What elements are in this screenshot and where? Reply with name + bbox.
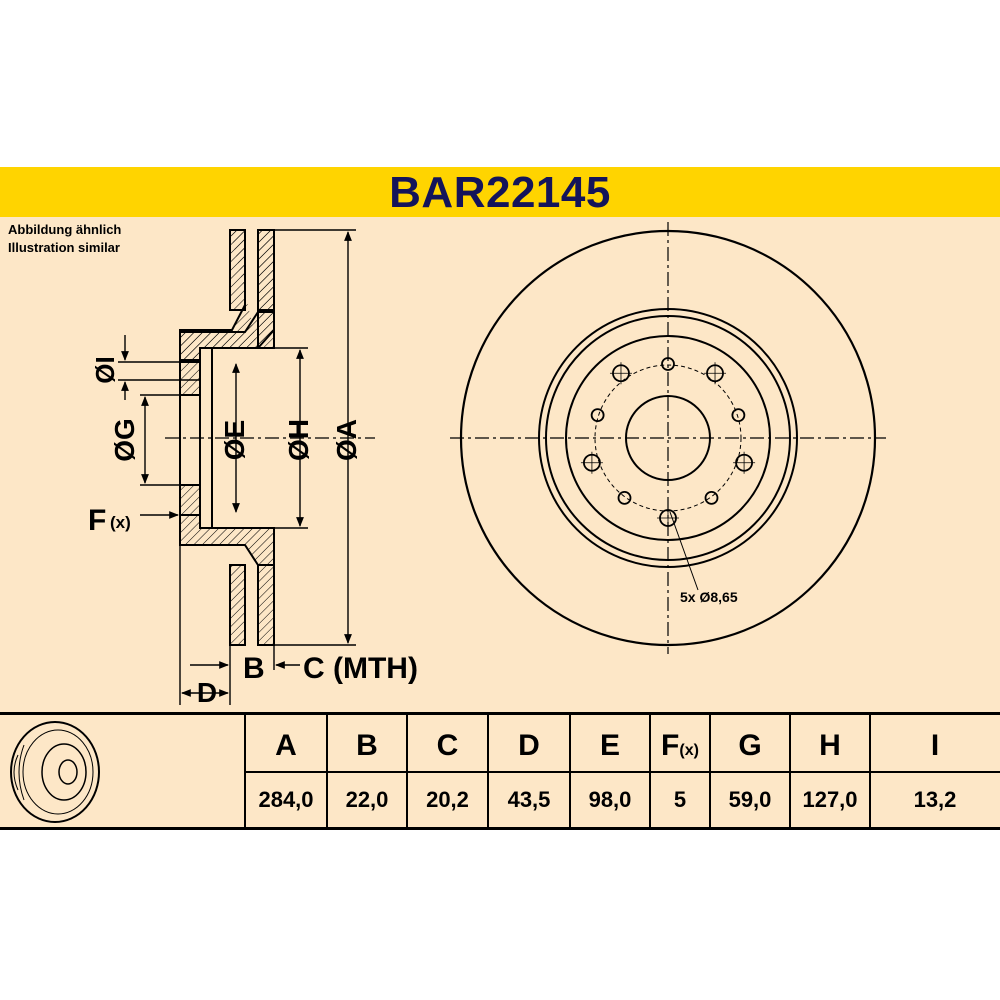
table-header-i: I (870, 723, 1000, 769)
note-line-2: Illustration similar (8, 240, 120, 255)
label-c-mth: C (MTH) (303, 652, 418, 685)
table-header-label: H (819, 729, 841, 762)
hole-callout-leader (669, 511, 699, 591)
table-header-label: C (436, 729, 459, 762)
hub-bottom (179, 514, 275, 566)
hub-top (179, 311, 275, 363)
table-header-label: G (738, 729, 762, 762)
bolt-hole (617, 490, 632, 505)
title-banner (0, 167, 1000, 217)
bolt-hole (704, 490, 719, 505)
hub-bore (179, 394, 201, 486)
outer-rim-bottom-right (257, 564, 275, 646)
table-value-g: 59,0 (728, 787, 772, 812)
table-value-i: 13,2 (913, 787, 957, 812)
table-header-a: A (245, 723, 327, 769)
table-value-h: 127,0 (802, 787, 858, 812)
outer-rim-bottom-left (229, 564, 246, 646)
label-diameter-h: ØH (283, 419, 314, 461)
technical-drawing: ØI ØG ØE ØH ØA F (x) B C (MTH) D 5x Ø8,6… (88, 222, 886, 708)
label-diameter-a: ØA (331, 419, 362, 461)
table-header-b: B (327, 723, 407, 769)
table-value-c: 20,2 (426, 787, 469, 812)
part-number-title: BAR22145 (389, 168, 611, 217)
table-header-h: H (790, 723, 870, 769)
label-f-sub: (x) (110, 513, 131, 532)
table-grid (10, 715, 1000, 827)
label-diameter-g: ØG (109, 418, 140, 462)
table-value-e: 98,0 (588, 787, 632, 812)
outer-rim-top-right (257, 229, 275, 311)
table-header-sub: (x) (679, 742, 699, 759)
label-b: B (243, 652, 265, 685)
bolt-hole (590, 408, 605, 423)
table-value-d: 43,5 (507, 787, 551, 812)
table-header-d: D (488, 723, 570, 769)
table-header-label: B (356, 729, 378, 762)
label-diameter-e: ØE (219, 420, 250, 460)
bolt-hole (661, 357, 675, 371)
table-header-e: E (570, 723, 650, 769)
drawing-area (0, 217, 1000, 712)
table-header-g: G (710, 723, 790, 769)
disc-thumbnail (10, 721, 100, 823)
table-header-c: C (407, 723, 488, 769)
hole-callout-text: 5x Ø8,65 (680, 589, 738, 605)
cross-section-view (165, 229, 375, 646)
label-d: D (197, 677, 217, 708)
bolt-holes (580, 357, 756, 529)
table-value-b: 22,0 (345, 787, 389, 812)
label-f: F (88, 504, 106, 537)
table-header-label: I (930, 729, 940, 762)
table-header-f: F(x) (650, 723, 710, 769)
table-header-label: F (661, 729, 680, 762)
table-header-label: E (599, 729, 620, 762)
specification-table: A 284,0 B 22,0 C 20,2 D 43,5 E 98,0 F(x) 5 G 59,0 H 127… (0, 712, 1000, 830)
outer-rim-top-left (229, 229, 246, 311)
table-value-a: 284,0 (258, 787, 314, 812)
note-line-1: Abbildung ähnlich (8, 222, 122, 237)
front-view (450, 222, 886, 654)
label-diameter-i: ØI (90, 356, 120, 383)
table-header-label: D (518, 729, 540, 762)
table-value-f: 5 (673, 787, 687, 812)
bolt-hole (731, 408, 746, 423)
table-header-label: A (275, 729, 297, 762)
section-dimensions (118, 229, 356, 705)
